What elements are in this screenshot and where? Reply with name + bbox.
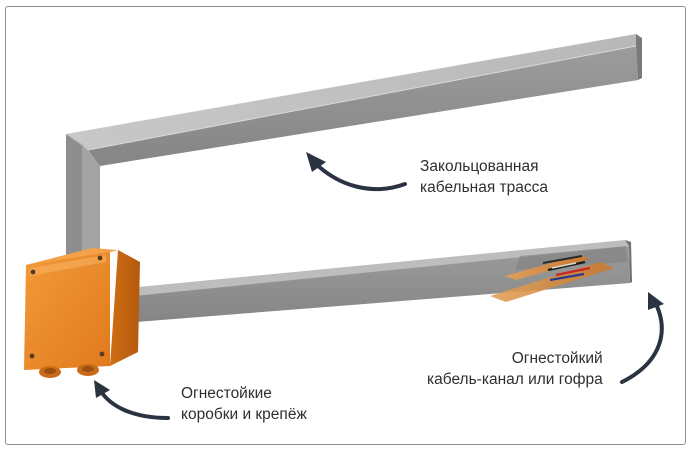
arrow-to-channel-icon [620, 292, 664, 384]
arrow-to-loop-icon [306, 152, 407, 192]
fire-boxes-label-line-2: коробки и крепёж [181, 406, 307, 423]
fire-channel-label-line-2: кабель-канал или гофра [427, 371, 603, 388]
arrow-to-boxes-icon [94, 380, 170, 420]
fire-channel-label-line-1: Огнестойкий [511, 350, 603, 367]
junction-box [24, 248, 140, 378]
loop-route-label-line-2: кабельная трасса [420, 179, 549, 196]
fire-channel-label: Огнестойкий кабель-канал или гофра [427, 348, 603, 390]
fire-boxes-label-line-1: Огнестойкие [181, 385, 272, 402]
fire-boxes-label: Огнестойкие коробки и крепёж [181, 383, 307, 425]
loop-route-label: Закольцованная кабельная трасса [420, 156, 548, 198]
loop-route-label-line-1: Закольцованная [420, 158, 539, 175]
loop-cable-channel [66, 34, 642, 262]
cable-bundle-icon [490, 255, 614, 302]
